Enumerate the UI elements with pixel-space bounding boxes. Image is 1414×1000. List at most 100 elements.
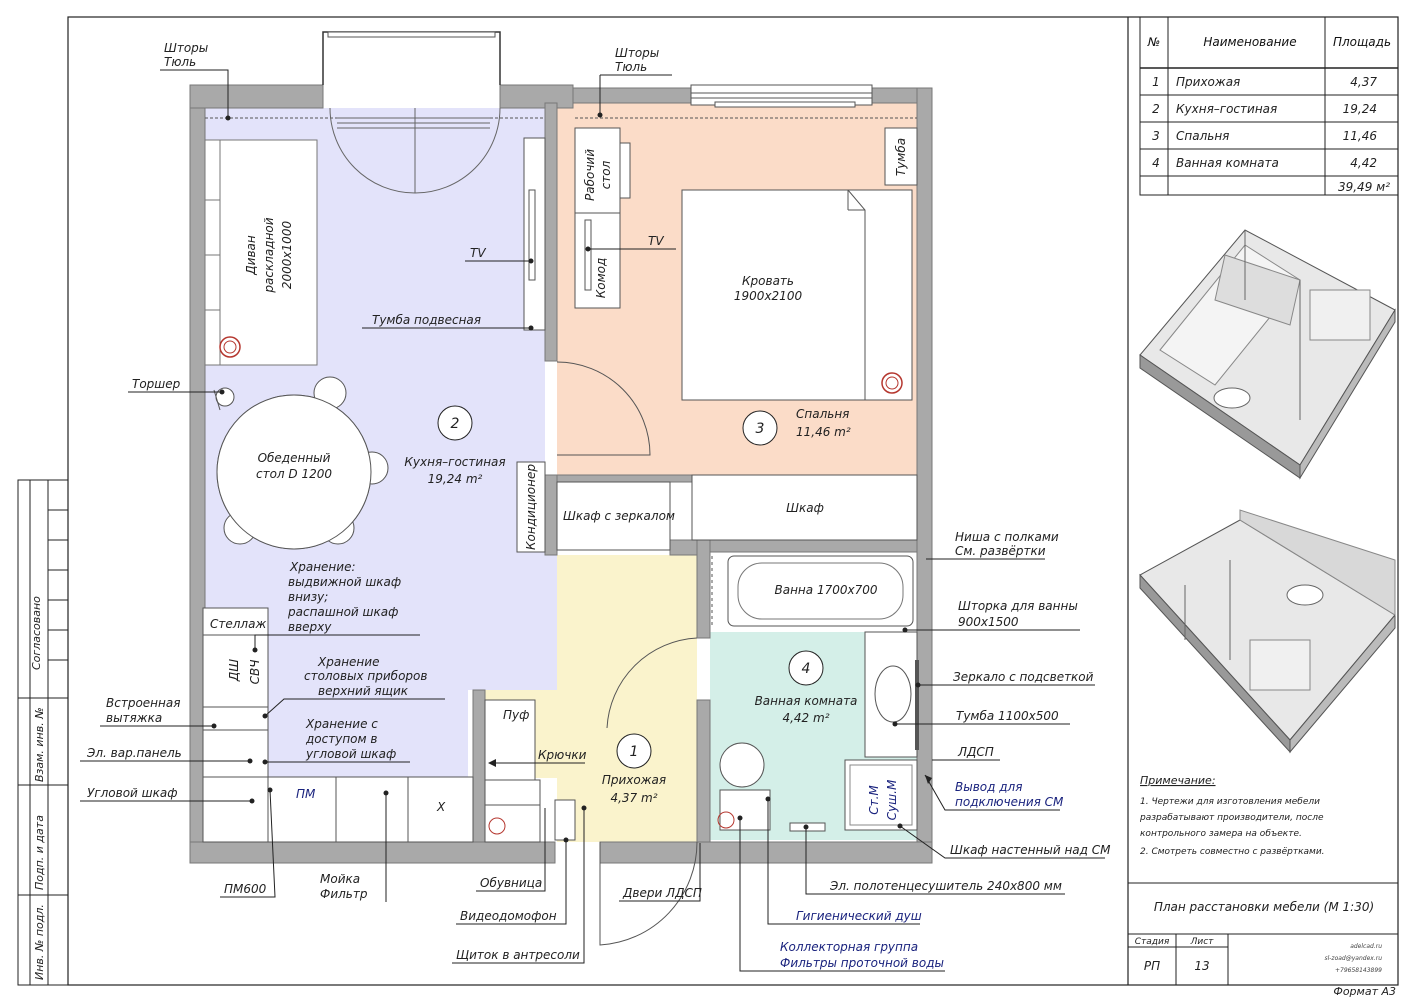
stamp-inv-zam: Взам. инв. № [33, 707, 46, 782]
svg-text:подключения СМ: подключения СМ [955, 795, 1064, 809]
svg-text:угловой шкаф: угловой шкаф [305, 747, 396, 761]
svg-text:Спальня: Спальня [796, 407, 849, 421]
bedroom-door [556, 361, 651, 456]
area-table: № Наименование Площадь 1 Прихожая 4,37 2… [1139, 16, 1399, 196]
svg-text:Вывод для: Вывод для [955, 780, 1022, 794]
svg-text:1: 1 [630, 744, 639, 760]
table-label-2: стол D 1200 [256, 467, 332, 481]
table-header-num: № [1147, 35, 1160, 49]
stamp-sign-date: Подп. и дата [33, 815, 46, 890]
svg-text:1: 1 [1152, 75, 1160, 89]
svg-text:11,46: 11,46 [1343, 129, 1378, 143]
entrance-door [599, 841, 698, 946]
svg-text:sl-zoad@yandex.ru: sl-zoad@yandex.ru [1324, 955, 1382, 962]
mw-label: СВЧ [248, 660, 262, 685]
svg-text:Кухня–гостиная: Кухня–гостиная [404, 455, 505, 469]
svg-text:TV: TV [648, 234, 664, 248]
stamp-inv-orig: Инв. № подл. [33, 904, 46, 980]
svg-text:Шторы: Шторы [164, 41, 208, 55]
svg-text:4: 4 [1152, 156, 1160, 170]
desk-label-2: стол [599, 160, 613, 189]
sofa-label-1: Диван [244, 235, 258, 276]
sofa: Диван раскладной 2000х1000 [204, 139, 318, 366]
svg-text:Коллекторная группа: Коллекторная группа [780, 940, 918, 954]
svg-text:доступом в: доступом в [305, 732, 377, 746]
svg-text:Тюль: Тюль [164, 55, 196, 69]
svg-text:Гигиенический душ: Гигиенический душ [796, 909, 922, 923]
svg-text:Мойка: Мойка [320, 872, 360, 886]
svg-text:Видеодомофон: Видеодомофон [460, 909, 557, 923]
svg-text:контрольного замера на объекте: контрольного замера на объекте. [1140, 829, 1302, 839]
balcony [322, 31, 501, 85]
title-block: План расстановки мебели (М 1:30) Стадия … [1128, 882, 1398, 998]
svg-text:Торшер: Торшер [132, 377, 181, 391]
svg-text:Ванная комната: Ванная комната [755, 694, 858, 708]
svg-text:2. Смотреть совместно с развёр: 2. Смотреть совместно с развёртками. [1140, 847, 1325, 857]
balcony-door [329, 107, 501, 194]
svg-text:Тюль: Тюль [615, 60, 647, 74]
table-label-1: Обеденный [258, 451, 331, 465]
svg-text:Шторка для ванны: Шторка для ванны [958, 599, 1078, 613]
table-header-area: Площадь [1333, 35, 1391, 49]
sofa-label-3: 2000х1000 [280, 221, 294, 290]
svg-text:19,24 m²: 19,24 m² [428, 472, 483, 486]
svg-text:Кухня–гостиная: Кухня–гостиная [1176, 102, 1277, 116]
side-stamp: Согласовано Взам. инв. № Подп. и дата Ин… [17, 479, 69, 986]
hall-furniture: Пуф [484, 699, 576, 843]
tv-left [528, 189, 536, 281]
svg-text:Угловой шкаф: Угловой шкаф [87, 786, 178, 800]
svg-text:Спальня: Спальня [1176, 129, 1229, 143]
svg-text:Стадия: Стадия [1135, 937, 1170, 947]
svg-text:ЛДСП: ЛДСП [957, 745, 994, 759]
svg-text:Прихожая: Прихожая [1176, 75, 1240, 89]
svg-text:Хранение:: Хранение: [289, 560, 356, 574]
svg-text:1. Чертежи для изготовления м: 1. Чертежи для изготовления мебели [1140, 797, 1320, 807]
notes: Примечание: 1. Чертежи для изготовления … [1139, 774, 1325, 857]
svg-text:900х1500: 900х1500 [958, 615, 1019, 629]
wardrobe-label: Шкаф [786, 501, 824, 515]
svg-text:Встроенная: Встроенная [106, 696, 180, 710]
svg-text:19,24: 19,24 [1343, 102, 1377, 116]
svg-text:4,37: 4,37 [1350, 75, 1377, 89]
svg-text:3: 3 [1152, 129, 1160, 143]
bed-label-2: 1900х2100 [734, 289, 803, 303]
title-block-title: План расстановки мебели (М 1:30) [1154, 900, 1374, 914]
svg-text:РП: РП [1144, 959, 1160, 973]
svg-text:Прихожая: Прихожая [602, 773, 666, 787]
svg-text:внизу;: внизу; [288, 590, 328, 604]
shelf-label: Стеллаж [210, 617, 266, 631]
room-marker-4: 4 Ванная комната 4,42 m² [755, 650, 858, 725]
svg-text:4,37 m²: 4,37 m² [610, 791, 657, 805]
svg-text:13: 13 [1194, 959, 1209, 973]
dresser-label: Комод [594, 258, 608, 299]
svg-text:распашной шкаф: распашной шкаф [287, 605, 398, 619]
sofa-label-2: раскладной [262, 217, 276, 293]
svg-text:Тумба подвесная: Тумба подвесная [372, 313, 481, 327]
kitchen: Стеллаж ДШ СВЧ ПМ Х [202, 607, 474, 843]
bathroom-furniture: Ст.М Суш.М [717, 631, 919, 832]
svg-text:3: 3 [756, 421, 765, 437]
svg-text:Двери ЛДСП: Двери ЛДСП [622, 886, 702, 900]
format-label: Формат А3 [1333, 985, 1396, 998]
bed-label-1: Кровать [742, 274, 794, 288]
svg-text:11,46 m²: 11,46 m² [796, 425, 851, 439]
washer-label-1: Ст.М [867, 785, 881, 815]
svg-text:Зеркало с подсветкой: Зеркало с подсветкой [953, 670, 1094, 684]
room-marker-1: 1 Прихожая 4,37 m² [602, 733, 666, 805]
bathroom-door [606, 637, 698, 729]
svg-text:Эл. полотенцесушитель 240х800: Эл. полотенцесушитель 240х800 мм [829, 879, 1062, 893]
svg-text:Ниша с полками: Ниша с полками [955, 530, 1059, 544]
bathtub: Ванна 1700х700 [711, 555, 914, 627]
svg-text:Щиток в антресоли: Щиток в антресоли [456, 948, 580, 962]
svg-text:вверху: вверху [288, 620, 332, 634]
svg-text:Примечание:: Примечание: [1140, 774, 1216, 787]
iso-view-top [1139, 229, 1396, 480]
svg-text:Тумба 1100х500: Тумба 1100х500 [956, 709, 1059, 723]
svg-text:выдвижной шкаф: выдвижной шкаф [288, 575, 401, 589]
svg-text:4: 4 [802, 661, 811, 677]
svg-text:верхний ящик: верхний ящик [318, 684, 409, 698]
svg-text:См. развёртки: См. развёртки [955, 544, 1046, 558]
svg-text:4,42 m²: 4,42 m² [782, 711, 829, 725]
svg-text:Фильтры проточной воды: Фильтры проточной воды [780, 956, 944, 970]
